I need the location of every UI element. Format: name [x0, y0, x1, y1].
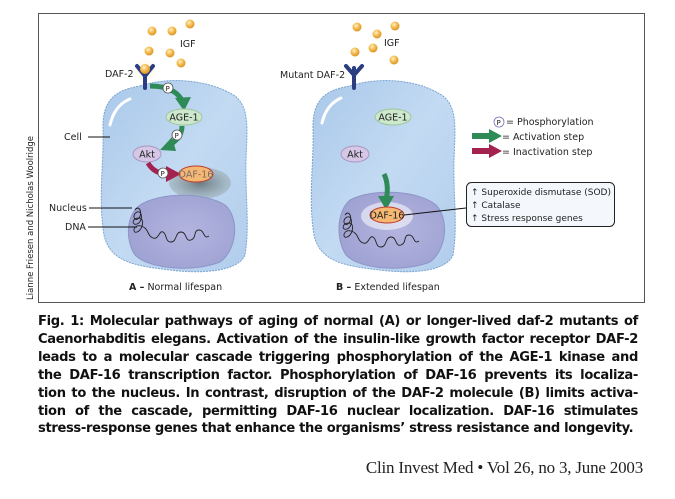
phospho-marker — [157, 167, 169, 179]
igf-label-b: IGF — [384, 38, 400, 49]
mutant-daf2-receptor-icon — [344, 64, 364, 90]
gene-response-box: ↑ Superoxide dismutase (SOD) ↑ Catalase … — [466, 182, 615, 227]
figure-caption: Fig. 1: Molecular pathways of aging of n… — [38, 313, 638, 438]
caption-line: Caenorhabditis elegans. Activation of th… — [38, 331, 638, 347]
figure-credit: Lianne Friesen and Nicholas Woolridge — [26, 136, 36, 300]
panel-a-letter: A – — [129, 282, 145, 293]
legend-activation: = Activation step — [502, 132, 584, 143]
legend-phospho-icon — [493, 116, 505, 128]
daf2-label: DAF-2 — [105, 69, 134, 80]
gene-item-stress: ↑ Stress response genes — [471, 214, 583, 224]
activation-arrowhead-1 — [175, 97, 191, 111]
panel-b-text: Extended lifespan — [351, 282, 439, 293]
igf-molecules-a — [144, 19, 195, 68]
igf-molecule — [185, 19, 195, 29]
nucleus-label: Nucleus — [49, 203, 87, 214]
phospho-marker-label: P — [175, 132, 179, 140]
legend-activation-arrowhead-icon — [489, 129, 502, 143]
age1-node-a — [165, 108, 203, 126]
daf16-node-a — [178, 165, 214, 183]
panel-a-title: A – Normal lifespan — [129, 282, 222, 293]
igf-molecule — [390, 21, 400, 31]
figure-illustration: Lianne Friesen and Nicholas Woolridge IG… — [26, 13, 645, 303]
phospho-marker-label: P — [161, 170, 165, 178]
caption-line: Fig. 1: Molecular pathways of aging of n… — [38, 314, 638, 329]
legend-inactivation: = Inactivation step — [502, 147, 592, 158]
dna-b — [342, 212, 420, 248]
caption-line: stress-response genes that enhance the o… — [38, 421, 634, 437]
igf-molecule — [165, 48, 175, 58]
akt-label-b: Akt — [347, 150, 363, 161]
daf16-label-b: DAF-16 — [370, 211, 405, 222]
igf-molecule — [372, 29, 382, 39]
dna-a — [132, 207, 210, 243]
legend-phosphorylation: = Phosphorylation — [506, 117, 594, 128]
panel-a-text: Normal lifespan — [144, 282, 222, 293]
cell-a-highlight — [108, 97, 132, 127]
mutant-daf2-label: Mutant DAF-2 — [280, 70, 345, 81]
akt-node-a — [132, 145, 162, 163]
akt-label-a: Akt — [139, 150, 155, 161]
caption-line: tion of the cascade, permitting DAF-16 n… — [38, 403, 638, 419]
dna-label: DNA — [65, 222, 86, 233]
akt-node-b — [340, 145, 370, 163]
panel-b: IGF Mutant DAF-2 AGE-1 Akt DAF-16 B – Ex… — [280, 21, 467, 293]
activation-arrowhead-2 — [160, 137, 176, 151]
journal-citation: Clin Invest Med • Vol 26, no 3, June 200… — [365, 458, 643, 477]
igf-molecule — [167, 26, 177, 36]
igf-molecule — [368, 43, 378, 53]
gene-item-catalase: ↑ Catalase — [471, 201, 521, 211]
igf-molecule — [352, 22, 362, 32]
caption-line: the DAF-16 transcription factor. Phospho… — [38, 367, 638, 383]
legend-inactivation-shaft — [472, 148, 490, 154]
gene-box-connector — [403, 207, 467, 216]
igf-molecule — [147, 26, 157, 36]
caption-line: leads to a molecular cascade triggering … — [38, 349, 638, 365]
panel-b-title: B – Extended lifespan — [336, 282, 440, 293]
igf-label-a: IGF — [180, 39, 196, 50]
cell-label: Cell — [64, 132, 82, 143]
activation-arrowhead-nuclear — [378, 196, 394, 210]
phospho-marker-label: P — [166, 85, 170, 93]
igf-molecule — [389, 55, 399, 65]
daf16-label-a: DAF-16 — [179, 170, 214, 181]
phospho-marker — [171, 129, 183, 141]
age1-label-a: AGE-1 — [169, 113, 198, 124]
igf-molecules-b — [350, 21, 400, 65]
legend-activation-shaft — [472, 133, 490, 139]
igf-molecule — [144, 46, 154, 56]
gene-box-frame — [466, 182, 615, 227]
legend-inactivation-arrowhead-icon — [489, 144, 502, 158]
panel-a: IGF DAF-2 P AGE-1 P Akt P DAF — [49, 19, 248, 293]
cell-b-highlight — [320, 96, 343, 125]
legend-phospho-symbol: P — [497, 119, 501, 127]
caption-line: tion to the nucleus. In contrast, disrup… — [38, 385, 638, 401]
igf-molecule — [176, 58, 186, 68]
inactivation-arrowhead — [166, 166, 181, 182]
age1-label-b: AGE-1 — [378, 113, 407, 124]
igf-molecule — [350, 47, 360, 57]
legend: P = Phosphorylation = Activation step = … — [472, 116, 594, 158]
age1-node-b — [374, 108, 412, 126]
phospho-marker — [162, 82, 174, 94]
panel-b-letter: B – — [336, 282, 352, 293]
bound-igf — [140, 64, 150, 74]
gene-item-sod: ↑ Superoxide dismutase (SOD) — [471, 188, 611, 198]
